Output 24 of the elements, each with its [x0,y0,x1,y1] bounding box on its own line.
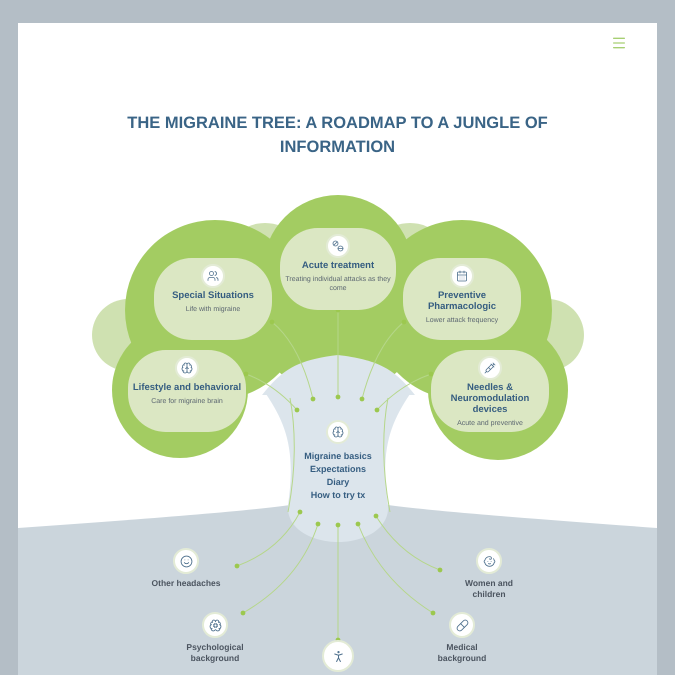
topic-text: Expectations [310,463,366,476]
topic-heading: Needles & Neuromodulation devices [450,382,530,415]
connector-line [374,372,434,412]
page-title: THE MIGRAINE TREE: A ROADMAP TO A JUNGLE OF INFORMATION [126,113,549,158]
topic-heading: Acute treatment [302,260,374,271]
topic-text: Diary [326,476,350,489]
topic-label: Other headaches [152,578,220,589]
topic-label: Psychological background [185,642,245,664]
connector-line [374,514,442,572]
connector-line [270,320,316,402]
topic-text: How to try tx [310,489,366,502]
topic-heading: Lifestyle and behavioral [132,382,242,393]
connector-line [240,522,320,616]
connector-line [336,522,340,642]
connector-line [336,308,340,400]
topic-label: Women and children [464,578,514,600]
topic-heading: Preventive Pharmacologic [426,290,498,312]
topic-label: Medical background [436,642,488,664]
connector-line [244,372,300,412]
topic-text: Migraine basics [304,450,372,463]
connector-line [234,510,302,568]
connector-line [356,522,436,616]
connector-line [360,320,406,402]
topic-heading: Special Situations [172,290,254,301]
